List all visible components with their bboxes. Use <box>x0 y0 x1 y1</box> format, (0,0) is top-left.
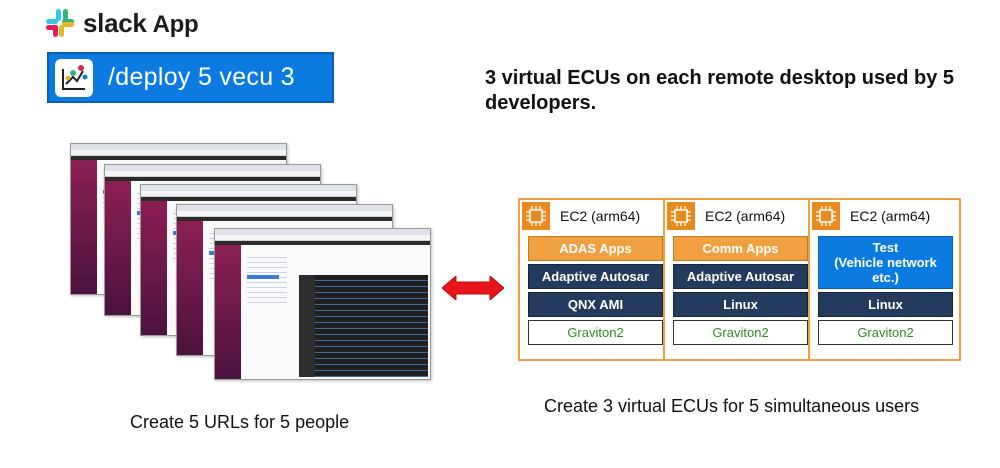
ec2-instance-panel: EC2 (arm64) Test (Vehicle network etc.) … <box>808 198 961 361</box>
remote-desktop-screenshot <box>214 228 431 380</box>
chip-icon <box>667 202 695 230</box>
ec2-instance-panel: EC2 (arm64) ADAS Apps Adaptive Autosar Q… <box>518 198 671 361</box>
ecu-layer: ADAS Apps <box>528 236 663 261</box>
ecu-layer: Linux <box>673 292 808 317</box>
main-heading: 3 virtual ECUs on each remote desktop us… <box>485 67 955 114</box>
ecu-layer: Graviton2 <box>528 320 663 345</box>
left-caption: Create 5 URLs for 5 people <box>130 412 350 432</box>
chip-icon <box>812 202 840 230</box>
slash-command-bar: /deploy 5 vecu 3 <box>47 52 334 103</box>
ec2-title: EC2 (arm64) <box>705 208 786 224</box>
slack-logo-icon <box>46 9 74 37</box>
ec2-instance-panel: EC2 (arm64) Comm Apps Adaptive Autosar L… <box>663 198 816 361</box>
ecu-layer: Graviton2 <box>673 320 808 345</box>
ecu-layer: Graviton2 <box>818 320 953 345</box>
bot-app-icon <box>55 58 93 97</box>
chip-icon <box>522 202 550 230</box>
ec2-title: EC2 (arm64) <box>560 208 641 224</box>
ec2-title: EC2 (arm64) <box>850 208 931 224</box>
ecu-layer: Adaptive Autosar <box>528 264 663 289</box>
right-caption: Create 3 virtual ECUs for 5 simultaneous… <box>544 396 920 416</box>
slash-command-text: /deploy 5 vecu 3 <box>108 63 295 91</box>
slack-app-label: App <box>152 10 199 38</box>
ecu-layer: Comm Apps <box>673 236 808 261</box>
ecu-layer: Test (Vehicle network etc.) <box>818 236 953 289</box>
ecu-layer: QNX AMI <box>528 292 663 317</box>
slack-brand-text: slack <box>83 7 147 38</box>
ecu-layer: Adaptive Autosar <box>673 264 808 289</box>
double-arrow-icon <box>442 276 504 300</box>
ecu-layer: Linux <box>818 292 953 317</box>
